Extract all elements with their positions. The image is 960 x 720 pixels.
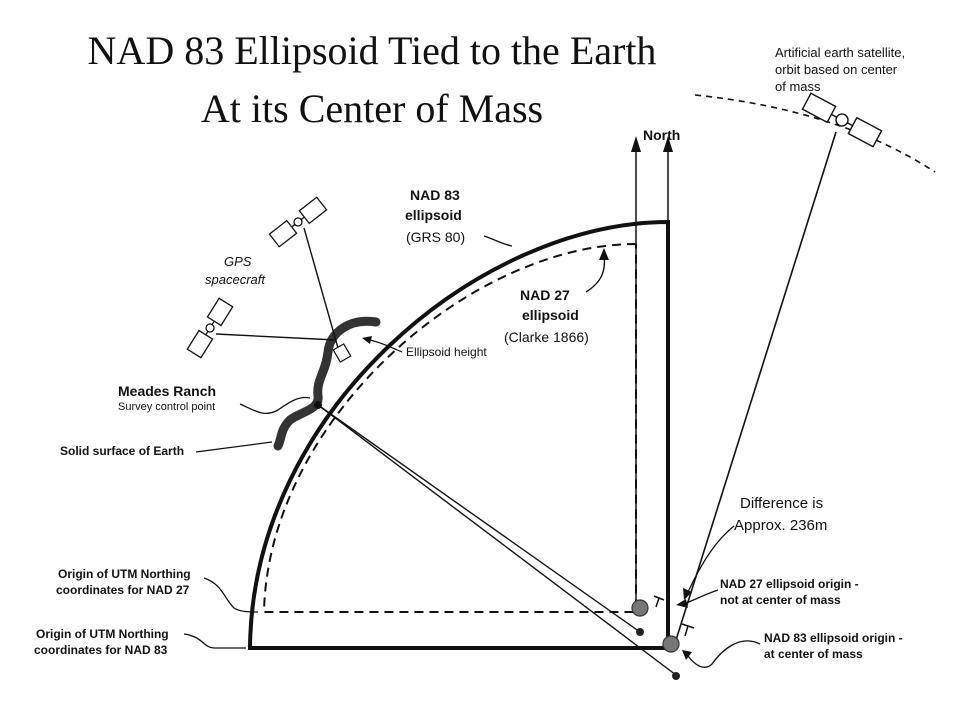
nad27-origin-small-dot	[636, 628, 644, 636]
nad83-ellipsoid-outline	[247, 219, 670, 650]
utm-nad27-leader	[203, 577, 259, 613]
svg-text:NAD 27: NAD 27	[520, 287, 570, 303]
nad27-origin-arrowhead	[676, 599, 688, 608]
gps-spacecraft-icon-lower	[186, 297, 234, 359]
svg-text:not at center of mass: not at center of mass	[720, 593, 841, 607]
nad27-ellipsoid-leader	[585, 255, 606, 293]
solid-surface-leader	[195, 441, 273, 453]
ellipsoid-height-leader	[369, 339, 403, 353]
ellipsoid-height-label: Ellipsoid height	[406, 345, 487, 359]
nad83-ellipsoid-leader	[483, 235, 513, 247]
ranch-to-nad83-origin-line	[317, 404, 677, 676]
svg-text:orbit based on center: orbit based on center	[775, 62, 898, 77]
satellite-label: Artificial earth satellite, orbit based …	[775, 45, 905, 94]
svg-text:Difference is: Difference is	[740, 495, 823, 512]
title-line-1: NAD 83 Ellipsoid Tied to the Earth	[88, 28, 657, 73]
svg-text:(Clarke 1866): (Clarke 1866)	[504, 329, 589, 345]
nad27-ellipsoid-label: NAD 27 ellipsoid (Clarke 1866)	[504, 287, 589, 345]
svg-text:coordinates for NAD 27: coordinates for NAD 27	[56, 583, 190, 597]
ellipsoid-height-marker	[332, 343, 352, 363]
gps-signal-line-lower	[215, 333, 337, 341]
gps-spacecraft-icon-upper	[268, 196, 328, 248]
svg-text:ellipsoid: ellipsoid	[522, 307, 579, 323]
ranch-to-nad27-origin-line	[317, 404, 641, 633]
nad27-origin-label: NAD 27 ellipsoid origin - not at center …	[720, 577, 859, 607]
solid-surface-label: Solid surface of Earth	[60, 444, 184, 458]
nad27-origin-point	[631, 599, 649, 617]
north-label: North	[643, 127, 680, 143]
difference-label: Difference is Approx. 236m	[734, 495, 827, 534]
nad83-origin-point	[662, 635, 680, 653]
earth-surface-line	[273, 316, 381, 451]
difference-leader	[687, 525, 735, 593]
utm-nad83-leader	[183, 633, 246, 649]
gps-spacecraft-label: GPS spacecraft	[205, 254, 266, 287]
svg-text:Approx. 236m: Approx. 236m	[734, 517, 827, 534]
svg-text:Origin of UTM Northing: Origin of UTM Northing	[36, 627, 169, 641]
meades-ranch-leader	[239, 396, 311, 414]
svg-text:coordinates for NAD 83: coordinates for NAD 83	[34, 643, 168, 657]
nad27-ellipsoid-arrowhead	[599, 248, 609, 260]
title-line-2: At its Center of Mass	[201, 86, 543, 131]
svg-text:spacecraft: spacecraft	[205, 272, 266, 287]
svg-text:Meades Ranch: Meades Ranch	[118, 383, 216, 399]
ellipsoid-height-arrowhead	[362, 336, 372, 344]
offset-tick-marks	[653, 595, 695, 637]
difference-arrowhead	[683, 588, 692, 600]
gps-signal-line-upper	[303, 227, 339, 349]
svg-text:of mass: of mass	[775, 79, 821, 94]
svg-text:(GRS 80): (GRS 80)	[406, 229, 465, 245]
nad83-origin-arrowhead	[682, 650, 692, 660]
svg-text:NAD 83: NAD 83	[410, 187, 460, 203]
svg-text:at center of mass: at center of mass	[764, 647, 863, 661]
nad83-origin-label: NAD 83 ellipsoid origin - at center of m…	[764, 631, 903, 661]
nad83-origin-leader	[687, 640, 761, 668]
meades-ranch-label: Meades Ranch Survey control point	[118, 383, 216, 413]
artificial-satellite-icon	[801, 92, 883, 148]
satellite-to-center-line	[675, 131, 837, 641]
svg-text:Survey control point: Survey control point	[118, 401, 215, 413]
utm-nad83-label: Origin of UTM Northing coordinates for N…	[34, 627, 169, 657]
svg-text:NAD 27 ellipsoid origin -: NAD 27 ellipsoid origin -	[720, 577, 859, 591]
svg-text:Origin of UTM Northing: Origin of UTM Northing	[58, 567, 191, 581]
svg-text:NAD 83 ellipsoid origin -: NAD 83 ellipsoid origin -	[764, 631, 903, 645]
nad83-ellipsoid-label: NAD 83 ellipsoid (GRS 80)	[405, 187, 465, 245]
svg-text:Artificial earth satellite,: Artificial earth satellite,	[775, 45, 905, 60]
nad83-origin-small-dot	[672, 672, 680, 680]
nad27-ellipsoid-outline	[262, 243, 637, 613]
svg-text:ellipsoid: ellipsoid	[405, 207, 462, 223]
utm-nad27-label: Origin of UTM Northing coordinates for N…	[56, 567, 191, 597]
svg-text:GPS: GPS	[224, 254, 252, 269]
